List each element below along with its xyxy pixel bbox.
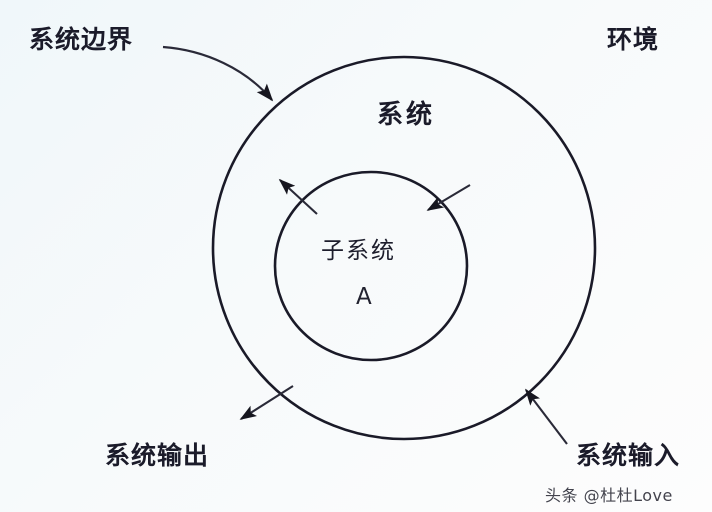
subsystem-output-arrow: [278, 178, 318, 215]
boundary-pointer-arrow: [162, 45, 274, 102]
system-input-arrow: [524, 388, 568, 445]
label-system-boundary: 系统边界: [29, 25, 134, 54]
label-system-output: 系统输出: [105, 441, 210, 470]
inner-circle-subsystem: [273, 170, 469, 362]
system-output-arrow: [239, 385, 294, 420]
label-system-input: 系统输入: [576, 441, 681, 470]
subsystem-input-arrow: [426, 184, 471, 211]
label-subsystem: 子系统: [321, 238, 396, 264]
label-system: 系统: [377, 100, 436, 130]
outer-circle-system-boundary: [211, 55, 597, 441]
watermark-text: 头条 @杜杜Love: [545, 486, 673, 505]
label-subsystem-id: A: [356, 284, 372, 310]
label-environment: 环境: [607, 25, 660, 54]
